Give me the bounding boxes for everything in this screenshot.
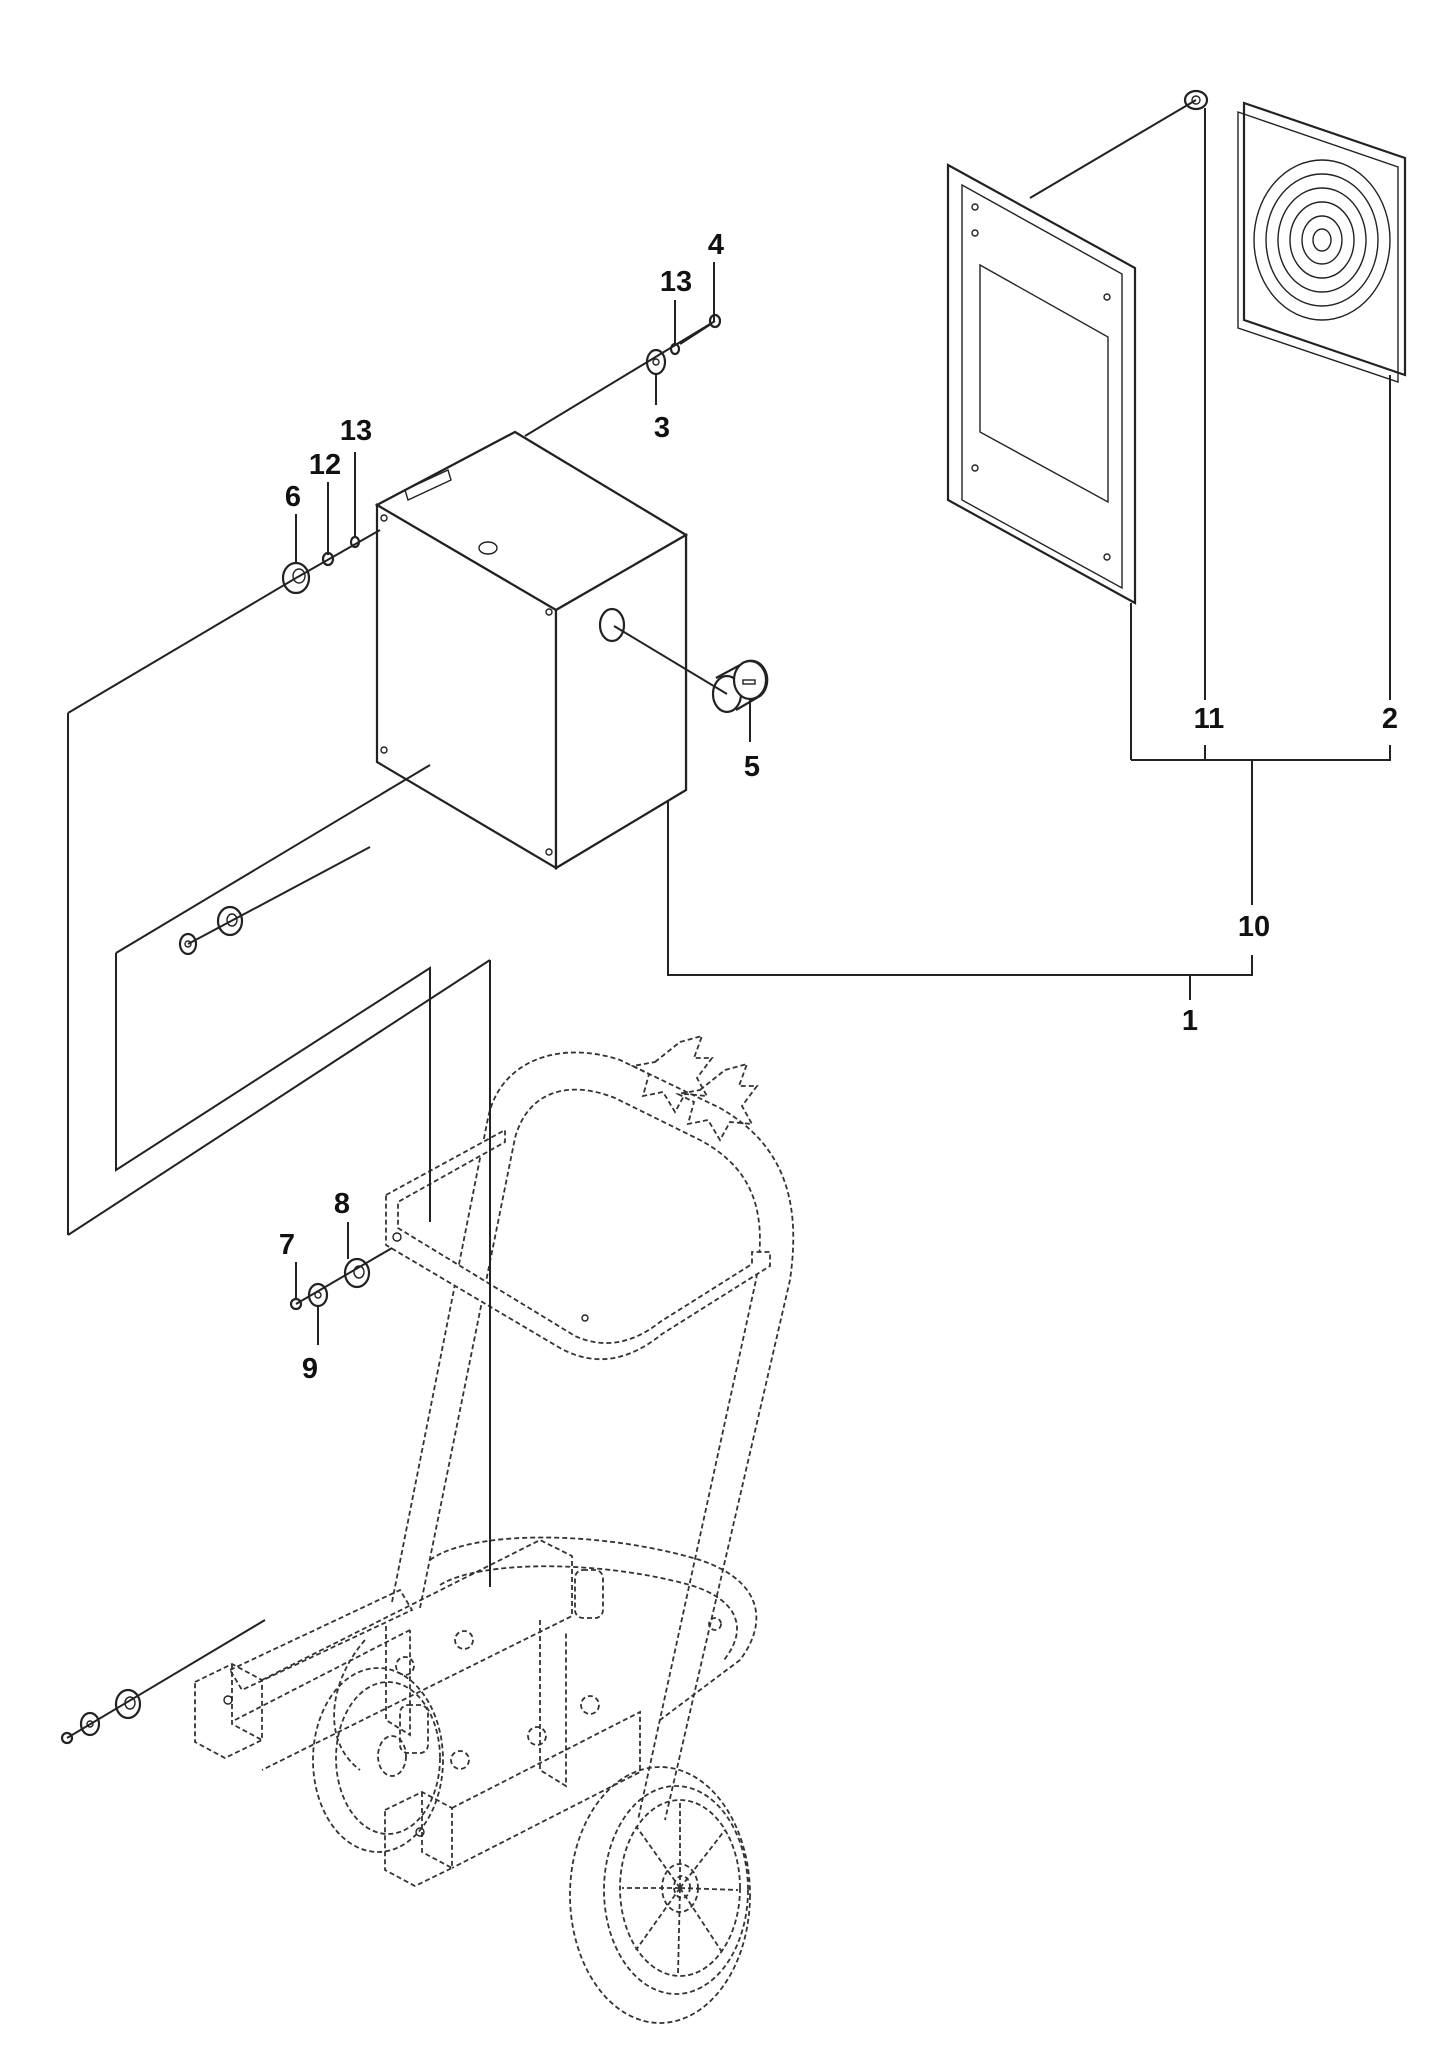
leader-lines — [66, 99, 1391, 1739]
callout-13-top: 13 — [660, 266, 692, 298]
callout-5: 5 — [744, 751, 760, 783]
callout-13-left: 13 — [340, 415, 372, 447]
trolley — [194, 1034, 795, 2024]
fan-grille — [1237, 101, 1407, 383]
callout-12: 12 — [309, 449, 341, 481]
callout-labels: 1 2 3 4 5 6 7 8 9 10 11 12 13 13 — [279, 229, 1398, 1385]
knob-part-5 — [711, 659, 769, 714]
callout-2: 2 — [1382, 703, 1398, 735]
callout-7: 7 — [279, 1229, 295, 1261]
callout-9: 9 — [302, 1353, 318, 1385]
callout-1: 1 — [1182, 1005, 1198, 1037]
callout-6: 6 — [285, 481, 301, 513]
callout-11: 11 — [1194, 703, 1225, 735]
callout-3: 3 — [654, 412, 670, 444]
callout-4: 4 — [708, 229, 724, 261]
panel-frame — [946, 163, 1137, 605]
callout-8: 8 — [334, 1188, 350, 1220]
enclosure-box — [374, 430, 689, 870]
callout-10: 10 — [1238, 911, 1270, 943]
grommet-lower-pair — [178, 905, 244, 956]
